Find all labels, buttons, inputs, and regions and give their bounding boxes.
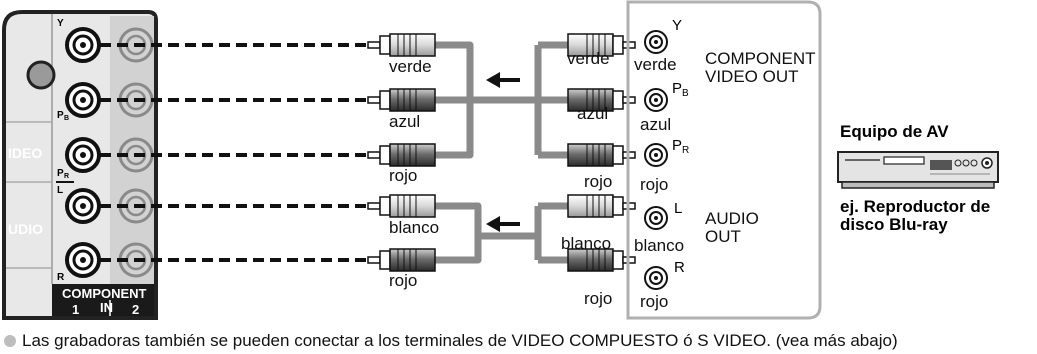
tv-label-audio: UDIO [8,221,43,237]
tv-jack-pb[interactable] [65,82,101,118]
tv-mark-pb: P [57,110,64,121]
equipment-group: Equipo de AV ej. Reproductor de disco Bl… [837,122,999,234]
cable-label-left-azul: azul [389,112,420,131]
cable-label-left-verde: verde [389,57,432,76]
tv-mark-pb-sub: B [64,115,69,122]
av-mark-pr-sub: R [682,145,689,156]
tv-label-in-1: 1 [72,302,79,317]
cable-label-right-rojo: rojo [584,172,612,191]
av-jack-y[interactable] [644,30,668,54]
footnote-text: Las grabadoras también se pueden conecta… [22,331,898,350]
dashed-connections [100,43,375,262]
equipment-example-2: disco Blu-ray [840,215,948,234]
rca-plug-left-blanco [367,194,436,218]
tv-terminal-panel: IDEO UDIO COMPONENT 1 IN 2 Y P B P R L R [2,10,158,320]
cable-labels-right: verde azul rojo blanco rojo [561,49,612,308]
av-mark-pb-sub: B [682,88,689,99]
direction-arrow [486,72,520,88]
footnote: Las grabadoras también se pueden conecta… [4,330,1034,352]
connection-diagram: IDEO UDIO COMPONENT 1 IN 2 Y P B P R L R [2,0,999,320]
component-out-label-1: COMPONENT [705,49,816,68]
av-jack-l[interactable] [644,206,668,230]
direction-arrow [486,216,520,232]
av-jack-name-azul: azul [640,115,671,134]
av-jack-name-rojo-audio: rojo [640,292,668,311]
av-jack-pb[interactable] [644,88,668,112]
tv-mark-y: Y [57,18,64,29]
av-jack-name-verde: verde [634,55,677,74]
equipment-title: Equipo de AV [840,122,949,141]
rca-plug-left-rojo [367,143,436,167]
component-out-label-2: VIDEO OUT [705,67,799,86]
tv-jack-l[interactable] [65,188,101,224]
av-jack-r[interactable] [644,266,668,290]
tv-jacks-in1 [65,27,101,278]
rca-plug-right-rojo [567,143,636,167]
cable-label-right-verde: verde [567,49,610,68]
cable-label-left-rojo: rojo [389,166,417,185]
cable-labels-left: verde azul rojo blanco rojo [389,57,439,290]
tv-label-video: IDEO [8,145,42,161]
rca-plug-right-blanco [567,194,636,218]
audio-cable [435,202,568,264]
audio-out-label-1: AUDIO [705,209,759,228]
component-video-cable [435,41,568,159]
bluray-player-icon [837,151,999,189]
cable-label-left-blanco: blanco [389,218,439,237]
equipment-example-1: ej. Reproductor de [840,197,990,216]
av-jack-name-rojo: rojo [640,175,668,194]
av-mark-l: L [674,200,682,217]
cable-label-left-rojo-audio: rojo [389,271,417,290]
av-output-panel: Y P B P R L R verde azul rojo blanco roj… [626,0,822,320]
av-jack-name-blanco: blanco [634,236,684,255]
av-mark-r: R [674,259,685,276]
tv-label-in-2: 2 [132,302,139,317]
tv-mark-l: L [57,185,63,196]
av-mark-pr: P [672,137,682,154]
cable-label-right-rojo-audio: rojo [584,289,612,308]
tv-jack-y[interactable] [65,27,101,63]
rca-plug-left-verde [367,33,436,57]
av-jack-pr[interactable] [644,143,668,167]
av-mark-pb: P [672,80,682,97]
left-plugs [367,33,436,272]
av-mark-y: Y [672,17,682,34]
tv-jack-pr[interactable] [65,137,101,173]
rca-plug-left-rojo-audio [367,248,436,272]
tv-label-in: IN [100,300,113,315]
rca-plug-left-azul [367,88,436,112]
tv-mark-r: R [57,272,65,283]
tv-mark-pr-sub: R [64,173,69,180]
audio-out-label-2: OUT [705,227,741,246]
bullet-icon [4,335,16,347]
tv-label-component: COMPONENT [62,286,147,301]
cable-label-right-blanco: blanco [561,234,611,253]
tv-mark-pr: P [57,168,64,179]
tv-jack-r[interactable] [65,242,101,278]
cable-label-right-azul: azul [577,104,608,123]
